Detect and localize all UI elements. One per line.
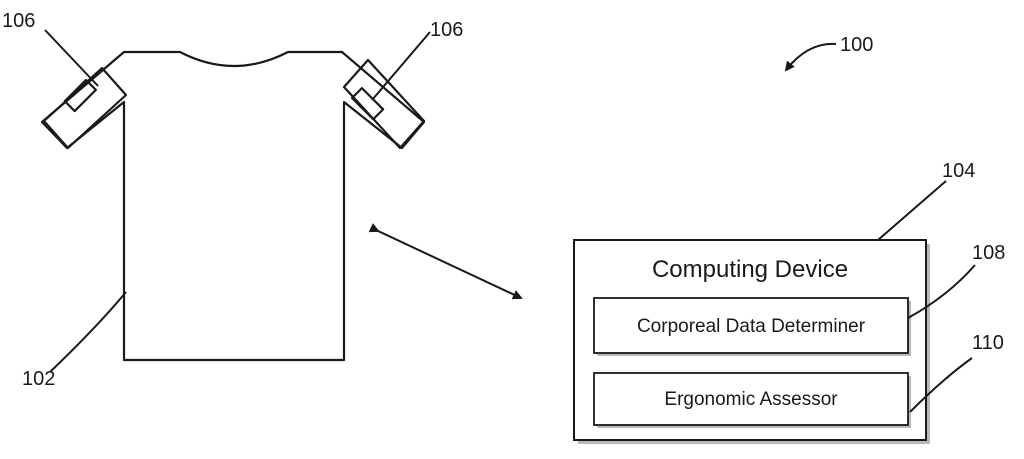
ergonomic-assessor-leader xyxy=(909,357,973,413)
ergonomic-assessor-ref-label: 110 xyxy=(972,332,1004,354)
sensor-left-leader xyxy=(44,29,99,87)
corporeal-data-determiner-leader xyxy=(907,264,976,319)
computing-device-title: Computing Device xyxy=(652,256,848,283)
sensor-left-ref-label: 106 xyxy=(2,10,35,32)
communication-arrow xyxy=(368,223,523,300)
computing-device-leader xyxy=(877,180,947,241)
ergonomic-assessor-box xyxy=(593,372,911,428)
system-ref-arrow xyxy=(784,42,837,72)
garment-leader xyxy=(49,291,127,373)
shirt-garment xyxy=(40,50,426,362)
ergonomic-assessor-label: Ergonomic Assessor xyxy=(664,389,838,410)
garment-ref-label: 102 xyxy=(22,368,55,390)
corporeal-data-determiner-label: Corporeal Data Determiner xyxy=(637,316,866,337)
corporeal-data-determiner-ref-label: 108 xyxy=(972,242,1005,264)
computing-device-ref-label: 104 xyxy=(942,160,975,182)
corporeal-data-determiner-box xyxy=(593,297,911,356)
sensor-right-leader xyxy=(371,31,431,101)
sensor-right-ref-label: 106 xyxy=(430,19,463,41)
left-sensor-strip xyxy=(42,66,128,150)
system-ref-label: 100 xyxy=(840,34,873,56)
